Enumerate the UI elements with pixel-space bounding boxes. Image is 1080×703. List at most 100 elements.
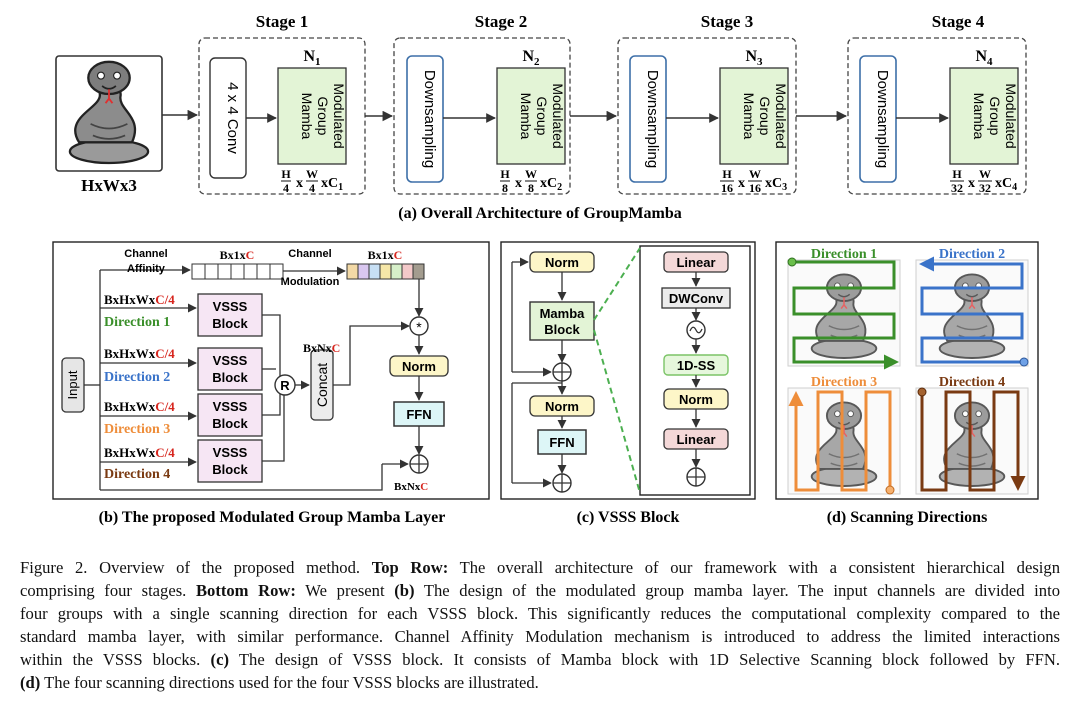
caption-b: (b) The proposed Modulated Group Mamba L… (99, 509, 446, 526)
svg-text:xC3: xC3 (765, 176, 787, 193)
downsampling-label-3: Downsampling (644, 70, 661, 168)
downsampling-label-2: Downsampling (421, 70, 438, 168)
conv-label: 4 x 4 Conv (224, 82, 241, 154)
svg-text:W: W (306, 167, 318, 181)
direction-4-label: Direction 4 (939, 375, 1005, 390)
input-label: Input (65, 370, 80, 399)
affinity-shape: Bx1xC (220, 248, 255, 262)
svg-text:4: 4 (309, 181, 315, 195)
branch-2-direction: Direction 2 (104, 370, 170, 385)
vsss-1-line1: VSSS (213, 299, 248, 314)
output-shape: BxNxC (394, 481, 428, 493)
caption-run: The overall architecture of our framewor… (448, 558, 1060, 577)
stage-4-title: Stage 4 (932, 12, 985, 31)
caption-c: (c) VSSS Block (577, 509, 680, 526)
downsampling-block-4 (859, 55, 897, 183)
stage-1: Stage 1 4 x 4 Conv N1 Modulated Group Ma… (198, 12, 366, 195)
caption-bold-run: Top Row: (371, 558, 449, 577)
mgm-3-line3: Mamba (741, 93, 757, 140)
direction-2-tile: Direction 2 (915, 247, 1029, 367)
svg-text:H: H (722, 167, 732, 181)
mgm-4-line3: Mamba (971, 93, 987, 140)
mgm-4-line1: Modulated (1003, 83, 1019, 148)
channel-affinity-line1: Channel (124, 248, 167, 260)
vsss-4-line1: VSSS (213, 445, 248, 460)
mamba-block-line2: Block (544, 322, 580, 337)
svg-text:4: 4 (283, 181, 289, 195)
stage-1-title: Stage 1 (256, 12, 308, 31)
resolution-label-3: H16 x W16 xC3 (720, 167, 787, 195)
concat-label: Concat (314, 363, 330, 407)
norm-label-b: Norm (402, 359, 436, 374)
mgm-block-3 (719, 67, 789, 165)
vsss-3-line2: Block (212, 416, 248, 431)
mgm-3-line2: Group (757, 97, 773, 136)
dwconv-label: DWConv (669, 291, 724, 306)
n4-label: N4 (975, 48, 993, 68)
figure-caption: Figure 2. Overview of the proposed metho… (20, 556, 1060, 694)
caption-run: The design of the modulated group mamba … (414, 581, 1060, 600)
caption-run: standard mamba layer, with similar perfo… (20, 627, 1060, 646)
svg-text:xC1: xC1 (321, 176, 343, 193)
direction-4-tile: Direction 4 (915, 375, 1029, 495)
svg-text:H: H (952, 167, 962, 181)
branch-3: BxHxWxC/4 Direction 3 VSSS Block (100, 393, 263, 437)
mamba-detail-box (639, 245, 751, 496)
vsss-block-1 (197, 293, 263, 337)
caption-bold-run: (b) (394, 581, 415, 600)
branch-4: BxHxWxC/4 Direction 4 VSSS Block (100, 439, 263, 483)
stage-4: Stage 4 Downsampling N4 Modulated Group … (847, 12, 1027, 195)
caption-run: The design of VSSS block. It consists of… (228, 650, 1061, 669)
ffn-block-b (393, 401, 445, 427)
vsss-4-line2: Block (212, 462, 248, 477)
caption-run: comprising four stages. (20, 581, 196, 600)
svg-text:W: W (979, 167, 991, 181)
panel-b: Input Channel Affinity Bx1xC Channel Mod… (52, 241, 490, 500)
vsss-1-line2: Block (212, 316, 248, 331)
svg-text:x: x (515, 176, 522, 191)
direction-3-label: Direction 3 (811, 375, 877, 390)
stage-2-title: Stage 2 (475, 12, 527, 31)
caption-a: (a) Overall Architecture of GroupMamba (398, 205, 682, 222)
direction-2-label: Direction 2 (939, 247, 1005, 262)
svg-text:8: 8 (502, 181, 508, 195)
branch-1-shape: BxHxWxC/4 (104, 292, 175, 307)
svg-text:W: W (749, 167, 761, 181)
norm-label-detail: Norm (679, 392, 713, 407)
branch-3-direction: Direction 3 (104, 422, 170, 437)
branch-4-direction: Direction 4 (104, 467, 170, 482)
stage-3: Stage 3 Downsampling N3 Modulated Group … (617, 12, 797, 195)
branch-3-shape: BxHxWxC/4 (104, 399, 175, 414)
resolution-label-4: H32 x W32 xC4 (950, 167, 1017, 195)
vsss-2-line1: VSSS (213, 353, 248, 368)
linear-label-1: Linear (676, 255, 715, 270)
downsampling-block-2 (406, 55, 444, 183)
input-image-frame (55, 55, 163, 172)
caption-line: four groups with a single scanning direc… (20, 602, 1060, 625)
direction-1-label: Direction 1 (811, 247, 877, 262)
mgm-2-line2: Group (534, 97, 550, 136)
linear-label-2: Linear (676, 432, 715, 447)
mgm-1-line3: Mamba (299, 93, 315, 140)
svg-text:8: 8 (528, 181, 534, 195)
resolution-label-2: H8 x W8 xC2 (500, 167, 562, 195)
svg-text:16: 16 (749, 181, 761, 195)
branch-4-shape: BxHxWxC/4 (104, 445, 175, 460)
caption-line: comprising four stages. Bottom Row: We p… (20, 579, 1060, 602)
ss1d-label: 1D-SS (677, 358, 716, 373)
caption-d: (d) Scanning Directions (827, 509, 988, 526)
caption-line: Figure 2. Overview of the proposed metho… (20, 556, 1060, 579)
reshape-symbol: R (280, 378, 290, 393)
svg-text:32: 32 (951, 181, 963, 195)
n2-label: N2 (522, 48, 540, 68)
downsampling-block-3 (629, 55, 667, 183)
vsss-2-line2: Block (212, 370, 248, 385)
n1-label: N1 (303, 48, 320, 68)
ffn-label-c: FFN (549, 435, 574, 450)
svg-text:H: H (500, 167, 510, 181)
multiply-symbol: * (416, 319, 422, 335)
resolution-label-1: H4 x W4 xC1 (281, 167, 343, 195)
caption-bold-run: (c) (210, 650, 229, 669)
ffn-label-b: FFN (406, 407, 431, 422)
channel-affinity-line2: Affinity (127, 263, 166, 275)
